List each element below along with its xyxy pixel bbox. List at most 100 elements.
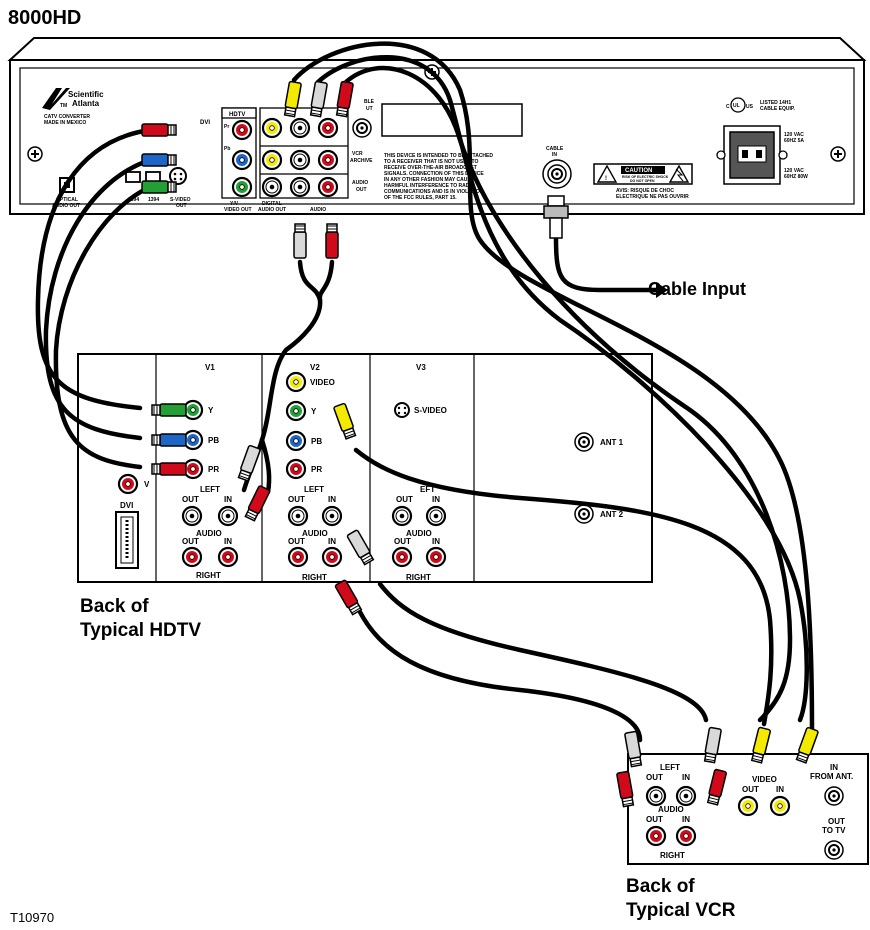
svg-text:ANT 1: ANT 1 <box>600 438 624 447</box>
screw-icon <box>830 146 846 162</box>
svg-text:120 VAC: 120 VAC <box>784 132 804 138</box>
svg-text:60HZ 5A: 60HZ 5A <box>784 138 804 144</box>
svg-text:DO NOT OPEN: DO NOT OPEN <box>630 179 655 183</box>
dvi-port <box>115 511 139 569</box>
hdtv-v2-audio-right-in-jack <box>321 546 343 568</box>
plug-red <box>325 223 339 259</box>
made-in-label: CATV CONVERTER <box>44 114 90 120</box>
audio-right-cable-hdtv-to-vcr <box>357 609 643 743</box>
svg-text:IN: IN <box>432 537 440 546</box>
svg-text:CABLE EQUIP.: CABLE EQUIP. <box>760 106 796 112</box>
plug-blue <box>141 153 177 167</box>
hdtv-caption-line2: Typical HDTV <box>80 620 201 641</box>
video-cable-hdtv-to-vcr <box>353 447 774 727</box>
svg-text:IN: IN <box>552 152 557 158</box>
svg-text:CAUTION: CAUTION <box>625 168 652 174</box>
vcr-audio-right-in-jack <box>675 825 697 847</box>
svg-text:IN: IN <box>682 773 690 782</box>
svg-text:AUDIO: AUDIO <box>302 529 328 538</box>
svg-text:AUDIO: AUDIO <box>310 207 326 213</box>
stb-audio-right-jack <box>317 176 339 198</box>
plug-red <box>151 462 187 476</box>
svg-text:OUT: OUT <box>828 817 845 826</box>
svg-text:V: V <box>144 480 150 489</box>
svg-text:RIGHT: RIGHT <box>406 573 431 582</box>
svg-text:IN: IN <box>224 537 232 546</box>
svg-text:V2: V2 <box>310 363 320 372</box>
svg-text:TM: TM <box>60 103 67 109</box>
stb-pr-jack <box>231 119 253 141</box>
svg-text:Atlanta: Atlanta <box>72 99 100 108</box>
hdtv-v3-audio-right-in-jack <box>425 546 447 568</box>
plug-red <box>141 123 177 137</box>
svg-text:1394: 1394 <box>148 197 159 203</box>
vcr-caption-line1: Back of <box>626 876 695 897</box>
diagram-title: 8000HD <box>8 7 81 29</box>
svg-text:HARMFUL INTERFERENCE TO RADIO: HARMFUL INTERFERENCE TO RADIO <box>384 183 475 189</box>
stb-vcr-left-jack <box>289 117 311 139</box>
hdtv-v2-pr-jack <box>285 458 307 480</box>
plug-green <box>151 403 187 417</box>
svg-text:LEFT: LEFT <box>660 763 680 772</box>
svg-text:CABLE: CABLE <box>546 146 564 152</box>
svg-text:THIS DEVICE IS INTENDED TO BE: THIS DEVICE IS INTENDED TO BE ATTACHED <box>384 153 493 159</box>
svg-text:RIGHT: RIGHT <box>660 851 685 860</box>
hdtv-ant1-coax <box>574 432 594 452</box>
stb-vcr-right-jack <box>317 117 339 139</box>
svg-text:COMMUNICATIONS AND IS IN VIOLA: COMMUNICATIONS AND IS IN VIOLATION <box>384 189 484 195</box>
coax-connector-icon <box>547 164 567 184</box>
svg-text:VIDEO: VIDEO <box>752 775 777 784</box>
svg-text:DVI: DVI <box>200 120 210 126</box>
cable-input-label: Cable Input <box>648 279 746 299</box>
vcr-video-in-jack <box>769 795 791 817</box>
svg-text:EFT: EFT <box>420 485 435 494</box>
svg-text:Y: Y <box>311 407 317 416</box>
hdtv-v3-audio-left-out-jack <box>391 505 413 527</box>
svg-text:OUT: OUT <box>182 495 199 504</box>
svg-text:VIDEO OUT: VIDEO OUT <box>224 207 252 213</box>
vcr-audio-right-out-jack <box>645 825 667 847</box>
svg-text:AUDIO OUT: AUDIO OUT <box>52 203 80 209</box>
svg-text:!: ! <box>605 176 607 182</box>
svg-text:HDTV: HDTV <box>229 112 245 118</box>
plug-blue <box>151 433 187 447</box>
svg-text:V1: V1 <box>205 363 215 372</box>
svg-text:MADE IN MEXICO: MADE IN MEXICO <box>44 120 86 126</box>
svg-text:PR: PR <box>208 465 219 474</box>
svg-text:OUT: OUT <box>742 785 759 794</box>
stb-digital-audio-jack <box>261 176 283 198</box>
stb-audio-left-jack <box>289 176 311 198</box>
svg-text:RIGHT: RIGHT <box>302 573 327 582</box>
hdtv-v1-audio-right-out-jack <box>181 546 203 568</box>
hdtv-v2-y-jack <box>285 400 307 422</box>
svg-text:IN ANY OTHER FASHION MAY CAUSE: IN ANY OTHER FASHION MAY CAUSE <box>384 177 475 183</box>
svg-text:S-VIDEO: S-VIDEO <box>414 406 447 415</box>
stb-pb-jack <box>231 149 253 171</box>
stb-right-jack <box>317 149 339 171</box>
component-cable-green <box>35 127 153 411</box>
ul-listed-mark: C UL US LISTED 14H1 CABLE EQUIP. <box>726 97 796 113</box>
hdtv-v2-pb-jack <box>285 430 307 452</box>
svg-text:ELECTRIQUE NE PAS OUVRIR: ELECTRIQUE NE PAS OUVRIR <box>616 194 689 200</box>
plug-green <box>141 180 177 194</box>
svg-text:Scientific: Scientific <box>68 90 104 99</box>
svg-text:60HZ 80W: 60HZ 80W <box>784 174 808 180</box>
plug-white <box>293 223 307 259</box>
svg-text:BLE: BLE <box>364 99 375 105</box>
svg-text:PR: PR <box>311 465 322 474</box>
stb-cable-out-coax <box>352 118 372 138</box>
svg-text:OUT: OUT <box>394 537 411 546</box>
svg-text:RIGHT: RIGHT <box>196 571 221 580</box>
vcr-caption-line2: Typical VCR <box>626 900 736 921</box>
hdtv-v1-audio-left-out-jack <box>181 505 203 527</box>
hdtv-v2-video-jack <box>285 371 307 393</box>
svg-text:VIDEO: VIDEO <box>310 378 335 387</box>
svg-text:OUT: OUT <box>182 537 199 546</box>
hdtv-ant2-coax <box>574 504 594 524</box>
arrow-icon <box>656 282 668 298</box>
svg-text:IN: IN <box>830 763 838 772</box>
right-cable-stb-to-vcr <box>343 65 793 723</box>
svg-text:OF THE FCC RULES, PART 15.: OF THE FCC RULES, PART 15. <box>384 195 457 201</box>
svg-text:IN: IN <box>776 785 784 794</box>
